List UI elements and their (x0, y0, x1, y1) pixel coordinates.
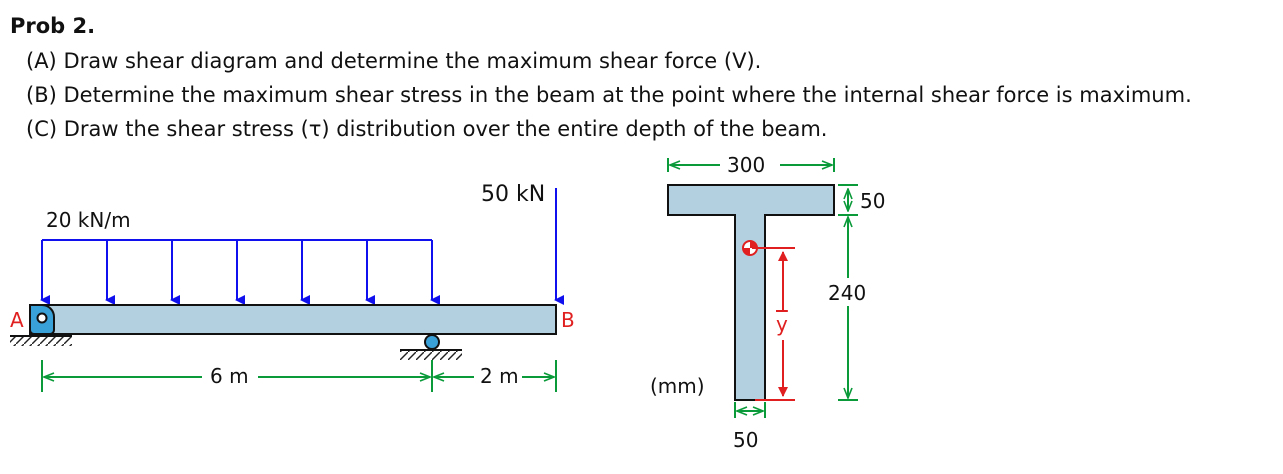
distributed-load (40, 239, 440, 305)
web-width-label: 50 (733, 428, 759, 452)
part-c: (C) Draw the shear stress (τ) distributi… (26, 117, 827, 141)
distributed-load-label: 20 kN/m (46, 208, 131, 232)
part-b-letter: (B) (26, 83, 57, 107)
units-label: (mm) (650, 374, 705, 398)
problem-title: Prob 2. (10, 14, 96, 38)
beam (29, 304, 557, 335)
part-a-text: Draw shear diagram and determine the max… (63, 49, 762, 73)
point-load-label: 50 kN (481, 182, 546, 207)
dim-6m (41, 360, 433, 392)
roller-support (400, 334, 462, 360)
part-b: (B) Determine the maximum shear stress i… (26, 83, 1192, 107)
centroid-ybar-label: y (776, 312, 788, 336)
flange-thickness-label: 50 (860, 189, 886, 213)
span-2-label: 2 m (480, 364, 519, 388)
web-height-label: 240 (828, 281, 867, 305)
span-1-label: 6 m (210, 364, 249, 388)
part-a: (A) Draw shear diagram and determine the… (26, 49, 761, 73)
part-c-text: Draw the shear stress (τ) distribution o… (63, 117, 828, 141)
part-c-letter: (C) (26, 117, 58, 141)
t-section (667, 184, 835, 401)
part-b-text: Determine the maximum shear stress in th… (63, 83, 1192, 107)
dim-2m (434, 360, 557, 392)
load-arrows (40, 240, 440, 305)
pin-support-a (10, 304, 72, 346)
support-a-label: A (10, 308, 24, 332)
dim-240 (838, 217, 858, 401)
end-b-label: B (561, 308, 575, 332)
flange-width-label: 300 (727, 153, 766, 177)
dim-300 (667, 158, 835, 172)
dim-web-50 (734, 402, 766, 418)
dim-flange-50 (838, 184, 858, 216)
centroid-icon (742, 240, 795, 401)
part-a-letter: (A) (26, 49, 57, 73)
